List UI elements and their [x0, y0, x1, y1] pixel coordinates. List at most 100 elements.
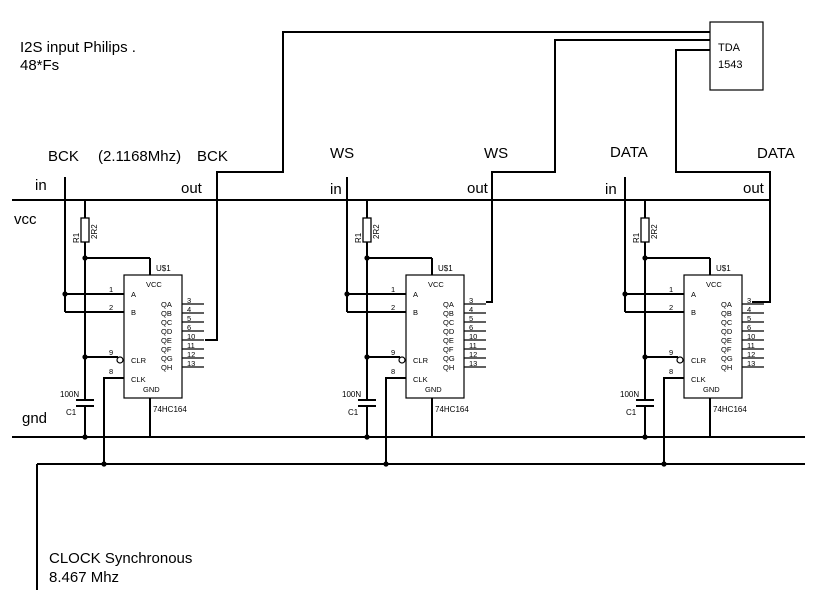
output-pin-12: 12: [469, 350, 477, 359]
tda-label-line1: TDA: [718, 42, 741, 54]
pin-label-clk: CLK: [691, 375, 706, 384]
chip-ref-label: U$1: [156, 264, 171, 273]
output-label-qh: QH: [443, 363, 454, 372]
ws-output-wire: [486, 205, 493, 303]
pin-number-2: 2: [391, 303, 395, 312]
output-label-qa: QA: [161, 300, 172, 309]
output-pin-3: 3: [187, 296, 191, 305]
output-label-qc: QC: [721, 318, 733, 327]
data-route: [675, 49, 771, 303]
pin-number-8: 8: [669, 367, 673, 376]
output-label-qf: QF: [443, 345, 454, 354]
pin-vcc-label: VCC: [146, 280, 162, 289]
output-pin-10: 10: [187, 332, 195, 341]
stage3-out-label: out: [743, 180, 765, 197]
stage-bck-graphics: [61, 176, 206, 468]
clock-label-line1: CLOCK Synchronous: [49, 550, 192, 567]
ws-route: [491, 39, 710, 205]
stage2-in-label: in: [330, 181, 342, 198]
resistor-ref-label: R1: [632, 232, 641, 243]
capacitor-ref-label: C1: [66, 408, 77, 417]
output-pin-12: 12: [747, 350, 755, 359]
stage1-in-label: in: [35, 177, 47, 194]
pin-label-b: B: [413, 308, 418, 317]
output-pin-3: 3: [747, 296, 751, 305]
stage-data-graphics: [621, 176, 765, 468]
output-label-qa: QA: [721, 300, 732, 309]
output-label-qd: QD: [721, 327, 733, 336]
output-pin-6: 6: [187, 323, 191, 332]
tda-routes: [205, 31, 771, 341]
capacitor-value-label: 100N: [620, 390, 639, 399]
capacitor-value-label: 100N: [60, 390, 79, 399]
pin-label-clr: CLR: [413, 356, 429, 365]
output-label-qd: QD: [161, 327, 173, 336]
resistor-value-label: 2R2: [372, 224, 381, 239]
output-label-qf: QF: [721, 345, 732, 354]
stage-ws-graphics: [343, 176, 487, 468]
pin-label-a: A: [413, 290, 418, 299]
resistor-ref-label: R1: [354, 232, 363, 243]
output-label-qa: QA: [443, 300, 454, 309]
chip-name-label: 74HC164: [153, 405, 187, 414]
output-pin-5: 5: [469, 314, 473, 323]
pin-label-clk: CLK: [413, 375, 428, 384]
output-label-qc: QC: [443, 318, 455, 327]
output-pin-4: 4: [469, 305, 473, 314]
bck-in-label: BCK: [48, 148, 79, 165]
capacitor-ref-label: C1: [348, 408, 359, 417]
output-pin-3: 3: [469, 296, 473, 305]
output-label-qd: QD: [443, 327, 455, 336]
pin-label-clr: CLR: [691, 356, 707, 365]
output-label-qc: QC: [161, 318, 173, 327]
pin-label-a: A: [131, 290, 136, 299]
pin-label-a: A: [691, 290, 696, 299]
output-label-qh: QH: [721, 363, 732, 372]
output-pin-5: 5: [747, 314, 751, 323]
data-out-label: DATA: [757, 145, 795, 162]
output-label-qg: QG: [721, 354, 733, 363]
pin-gnd-label: GND: [143, 385, 160, 394]
pin-number-1: 1: [109, 285, 113, 294]
capacitor-value-label: 100N: [342, 390, 361, 399]
output-label-qh: QH: [161, 363, 172, 372]
pin-number-1: 1: [391, 285, 395, 294]
pin-label-b: B: [691, 308, 696, 317]
pin-number-2: 2: [109, 303, 113, 312]
pin-number-8: 8: [109, 367, 113, 376]
output-pin-10: 10: [469, 332, 477, 341]
output-pin-11: 11: [469, 341, 477, 350]
output-pin-13: 13: [469, 359, 477, 368]
pin-gnd-label: GND: [703, 385, 720, 394]
tda1543-chip: [709, 21, 764, 91]
output-pin-10: 10: [747, 332, 755, 341]
output-pin-4: 4: [747, 305, 751, 314]
bck-out-label: BCK: [197, 148, 228, 165]
output-pin-11: 11: [747, 341, 755, 350]
stage3-in-label: in: [605, 181, 617, 198]
bck-freq-label: (2.1168Mhz): [98, 148, 181, 165]
tda-label-line2: 1543: [718, 59, 742, 71]
ws-in-label: WS: [330, 145, 354, 162]
bck-route: [205, 31, 710, 341]
output-pin-13: 13: [747, 359, 755, 368]
pin-number-9: 9: [669, 348, 673, 357]
title-line1: I2S input Philips .: [20, 39, 136, 56]
output-pin-5: 5: [187, 314, 191, 323]
output-pin-13: 13: [187, 359, 195, 368]
chip-name-label: 74HC164: [713, 405, 747, 414]
output-pin-4: 4: [187, 305, 191, 314]
output-pin-12: 12: [187, 350, 195, 359]
pin-number-9: 9: [109, 348, 113, 357]
output-label-qe: QE: [721, 336, 732, 345]
output-label-qe: QE: [161, 336, 172, 345]
output-pin-6: 6: [469, 323, 473, 332]
chip-name-label: 74HC164: [435, 405, 469, 414]
output-label-qb: QB: [721, 309, 732, 318]
output-label-qg: QG: [161, 354, 173, 363]
output-pin-6: 6: [747, 323, 751, 332]
